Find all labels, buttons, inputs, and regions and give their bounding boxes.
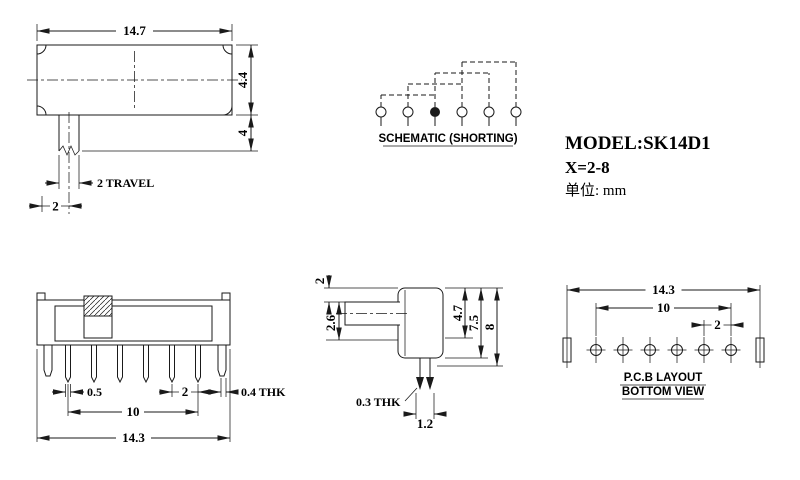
schematic-caption: SCHEMATIC (SHORTING)	[378, 133, 517, 145]
schematic-view: SCHEMATIC (SHORTING)	[375, 61, 522, 147]
side-view: 2 2.6 4.7 7.5 8 0.3 THK 1.2	[312, 275, 503, 431]
dim-pin-pitch: 2	[182, 384, 189, 399]
dim-body-depth: 4.7	[450, 304, 465, 321]
dim-actuator-width: 2.6	[323, 314, 338, 331]
dim-pin-thickness: 0.3 THK	[356, 395, 401, 409]
dim-offset: 2	[52, 199, 59, 214]
snap-foot-left	[416, 377, 424, 390]
dim-foot-width: 1.2	[417, 416, 433, 431]
top-view: 14.7 4.4 4 2 TRAVEL 2	[27, 23, 258, 214]
snap-foot-right	[426, 377, 434, 390]
pcb-caption-line2: BOTTOM VIEW	[622, 386, 704, 398]
dim-actuator-height: 4	[235, 129, 250, 136]
terminal-pins	[43, 344, 227, 384]
front-view: 0.5 2 0.4 THK 10 14.3	[36, 292, 286, 445]
side-view-dim-lines	[324, 275, 503, 419]
side-view-body	[336, 287, 444, 390]
top-view-lines	[27, 24, 258, 214]
filled-terminal	[430, 107, 440, 117]
dim-travel: 2 TRAVEL	[97, 176, 154, 190]
schematic-links	[380, 61, 517, 107]
dim-hole-span: 10	[657, 300, 670, 315]
title-block: MODEL:SK14D1 X=2-8 单位: mm	[565, 133, 711, 199]
unit-label: 单位: mm	[565, 182, 627, 199]
mounting-slots	[562, 332, 765, 368]
dim-hole-pitch: 2	[714, 317, 721, 332]
pcb-caption-line1: P.C.B LAYOUT	[624, 372, 703, 384]
dim-bracket-thickness: 0.4 THK	[241, 385, 286, 399]
positions-label: X=2-8	[565, 158, 610, 177]
dim-body-width: 14.3	[122, 430, 145, 445]
dim-top-width: 14.7	[123, 23, 146, 38]
pcb-layout: 14.3 10 2 P.C.B LAYOUT BOTTOM VIEW	[562, 282, 765, 400]
dim-pin-width: 0.5	[87, 385, 102, 399]
schematic-terminals	[375, 106, 522, 126]
dim-total-height: 8	[482, 323, 497, 330]
dim-top-height: 4.4	[235, 71, 250, 88]
dim-actuator-offset: 2	[312, 278, 327, 285]
dim-pin-span: 10	[127, 404, 140, 419]
mounting-holes	[586, 337, 741, 363]
model-label: MODEL:SK14D1	[565, 133, 711, 154]
dim-slot-span: 14.3	[652, 282, 675, 297]
dim-height-to-pcb: 7.5	[466, 314, 481, 331]
front-view-body	[36, 292, 231, 346]
